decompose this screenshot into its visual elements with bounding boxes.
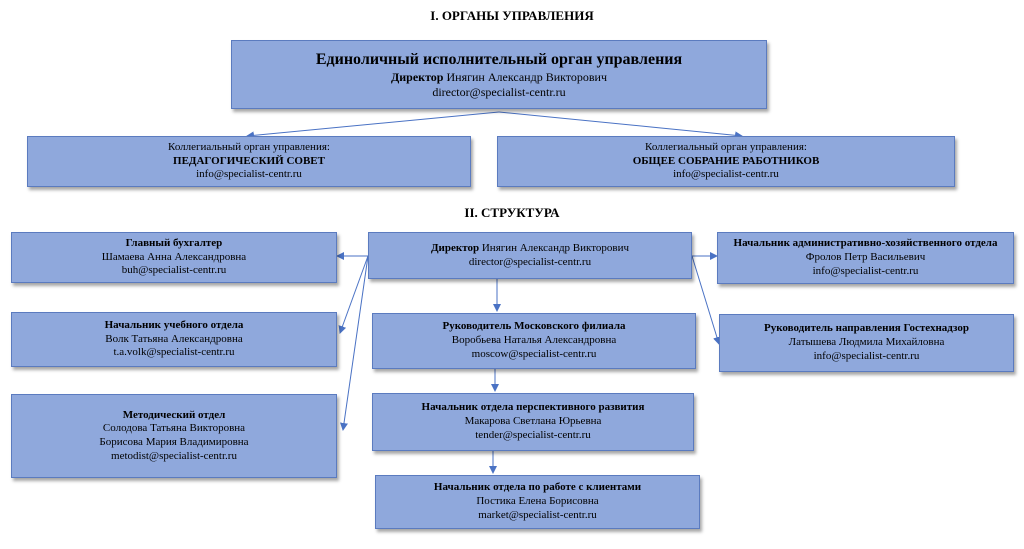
moscow-title: Руководитель Московского филиала — [442, 320, 626, 333]
methodic-name-2: Борисова Мария Владимировна — [99, 436, 249, 448]
gostech-name: Латышева Людмила Михайловна — [788, 336, 945, 349]
accountant-email: buh@specialist-centr.ru — [121, 264, 227, 277]
perspective-box: Начальник отдела перспективного развития… — [372, 393, 694, 451]
gostech-title: Руководитель направления Гостехнадзор — [764, 322, 969, 335]
clients-email: market@specialist-centr.ru — [478, 508, 597, 521]
connector-director-gostech — [691, 255, 721, 345]
connector-director-education — [338, 255, 369, 334]
education-email: t.a.volk@specialist-centr.ru — [113, 346, 235, 359]
admin-name: Фролов Петр Васильевич — [805, 251, 926, 264]
perspective-email: tender@specialist-centr.ru — [475, 428, 591, 441]
executive-box: Единоличный исполнительный орган управле… — [231, 40, 767, 109]
director-name: Инягин Александр Викторович — [481, 241, 630, 254]
moscow-box: Руководитель Московского филиала Воробье… — [372, 313, 696, 369]
accountant-title: Главный бухгалтер — [125, 236, 223, 249]
education-title: Начальник учебного отдела — [104, 318, 244, 331]
accountant-box: Главный бухгалтер Шамаева Анна Александр… — [11, 232, 337, 283]
director-box: Директор Инягин Александр Викторович dir… — [368, 232, 692, 279]
executive-email: director@specialist-centr.ru — [432, 84, 566, 99]
methodic-box: Методический отдел Солодова Татьяна Викт… — [11, 394, 337, 478]
director-email: director@specialist-centr.ru — [468, 255, 592, 268]
admin-title: Начальник административно-хозяйственного… — [733, 237, 998, 250]
gostech-email: info@specialist-centr.ru — [813, 349, 920, 362]
accountant-name: Шамаева Анна Александровна — [101, 250, 247, 263]
assembly-email: info@specialist-centr.ru — [673, 168, 779, 181]
council-email: info@specialist-centr.ru — [196, 168, 302, 181]
section-structure-title: II. СТРУКТУРА — [464, 205, 560, 220]
moscow-name: Воробьева Наталья Александровна — [451, 334, 617, 347]
clients-name: Постика Елена Борисовна — [476, 495, 599, 508]
clients-box: Начальник отдела по работе с клиентами П… — [375, 475, 700, 529]
connector-executive-assembly — [498, 111, 743, 140]
section-governance-title: I. ОРГАНЫ УПРАВЛЕНИЯ — [430, 8, 594, 23]
assembly-box: Коллегиальный орган управления: ОБЩЕЕ СО… — [497, 136, 955, 187]
admin-email: info@specialist-centr.ru — [812, 264, 919, 277]
perspective-name: Макарова Светлана Юрьевна — [464, 415, 602, 428]
education-box: Начальник учебного отдела Волк Татьяна А… — [11, 312, 337, 367]
moscow-email: moscow@specialist-centr.ru — [471, 347, 597, 360]
methodic-title: Методический отдел — [122, 408, 226, 421]
council-title: ПЕДАГОГИЧЕСКИЙ СОВЕТ — [173, 154, 325, 167]
methodic-name-1: Солодова Татьяна Викторовна — [102, 422, 246, 435]
methodic-email: metodist@specialist-centr.ru — [111, 449, 237, 462]
executive-name: Инягин Александр Викторович — [446, 69, 608, 84]
admin-box: Начальник административно-хозяйственного… — [717, 232, 1014, 284]
executive-role: Директор — [390, 69, 444, 84]
assembly-title: ОБЩЕЕ СОБРАНИЕ РАБОТНИКОВ — [632, 154, 820, 167]
gostech-box: Руководитель направления Гостехнадзор Ла… — [719, 314, 1014, 372]
assembly-subtitle: Коллегиальный орган управления: — [645, 140, 807, 153]
perspective-title: Начальник отдела перспективного развития — [421, 401, 645, 414]
connector-executive-council — [246, 111, 500, 140]
executive-title: Единоличный исполнительный орган управле… — [315, 50, 683, 68]
council-subtitle: Коллегиальный орган управления: — [168, 140, 330, 153]
education-name: Волк Татьяна Александровна — [105, 332, 243, 345]
council-box: Коллегиальный орган управления: ПЕДАГОГИ… — [27, 136, 471, 187]
director-role: Директор — [430, 241, 480, 254]
clients-title: Начальник отдела по работе с клиентами — [433, 481, 642, 494]
connector-director-methodic — [340, 255, 369, 431]
